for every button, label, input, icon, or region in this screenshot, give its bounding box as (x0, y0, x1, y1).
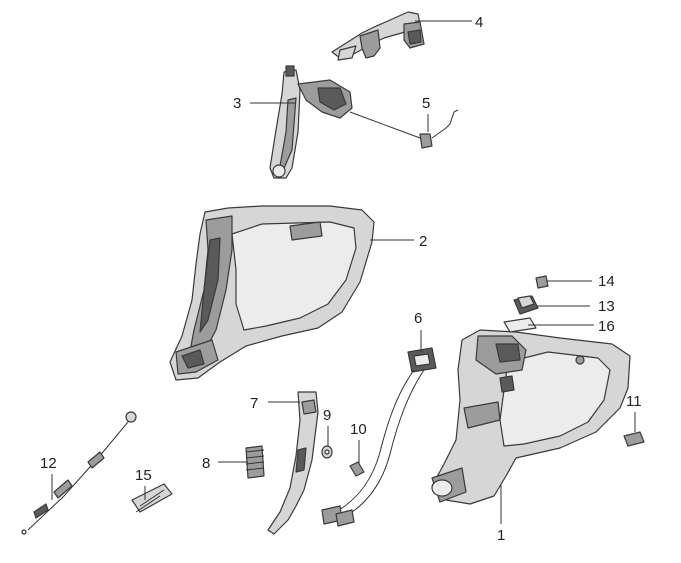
part-13-cap (513, 295, 539, 315)
callout-12: 12 (40, 455, 57, 472)
part-1-main-handle (431, 329, 631, 505)
callout-13: 13 (598, 298, 615, 315)
part-4-lever-bracket (331, 11, 425, 61)
part-5-screw (419, 109, 459, 149)
part-3-throttle-lever (269, 65, 353, 179)
callout-1: 1 (497, 527, 505, 544)
callout-14: 14 (598, 273, 615, 290)
part-16-plate (503, 317, 537, 333)
callout-6: 6 (414, 310, 422, 327)
callout-10: 10 (350, 421, 367, 438)
callout-11: 11 (626, 393, 642, 410)
part-2-handle-housing (169, 205, 375, 381)
callout-16: 16 (598, 318, 615, 335)
part-10-screw (349, 461, 365, 477)
part-8-spring (245, 445, 265, 479)
part-6-wiring-harness (321, 347, 437, 527)
callout-5: 5 (422, 95, 430, 112)
part-7-trigger (267, 391, 319, 535)
leader-lines (51, 20, 636, 524)
callout-9: 9 (323, 407, 331, 424)
callout-15: 15 (135, 467, 152, 484)
callout-4: 4 (475, 14, 483, 31)
part-9-washer (321, 445, 333, 459)
part-14-screw (535, 275, 549, 289)
part-15-spring (131, 483, 173, 513)
callout-2: 2 (419, 233, 427, 250)
callout-7: 7 (250, 395, 258, 412)
callout-8: 8 (202, 455, 210, 472)
part-11-screw (623, 431, 645, 447)
callout-labels: 1 2 3 4 5 6 7 8 9 10 11 12 13 14 15 16 (40, 14, 642, 544)
part-12-cable (21, 411, 137, 535)
callout-3: 3 (233, 95, 241, 112)
